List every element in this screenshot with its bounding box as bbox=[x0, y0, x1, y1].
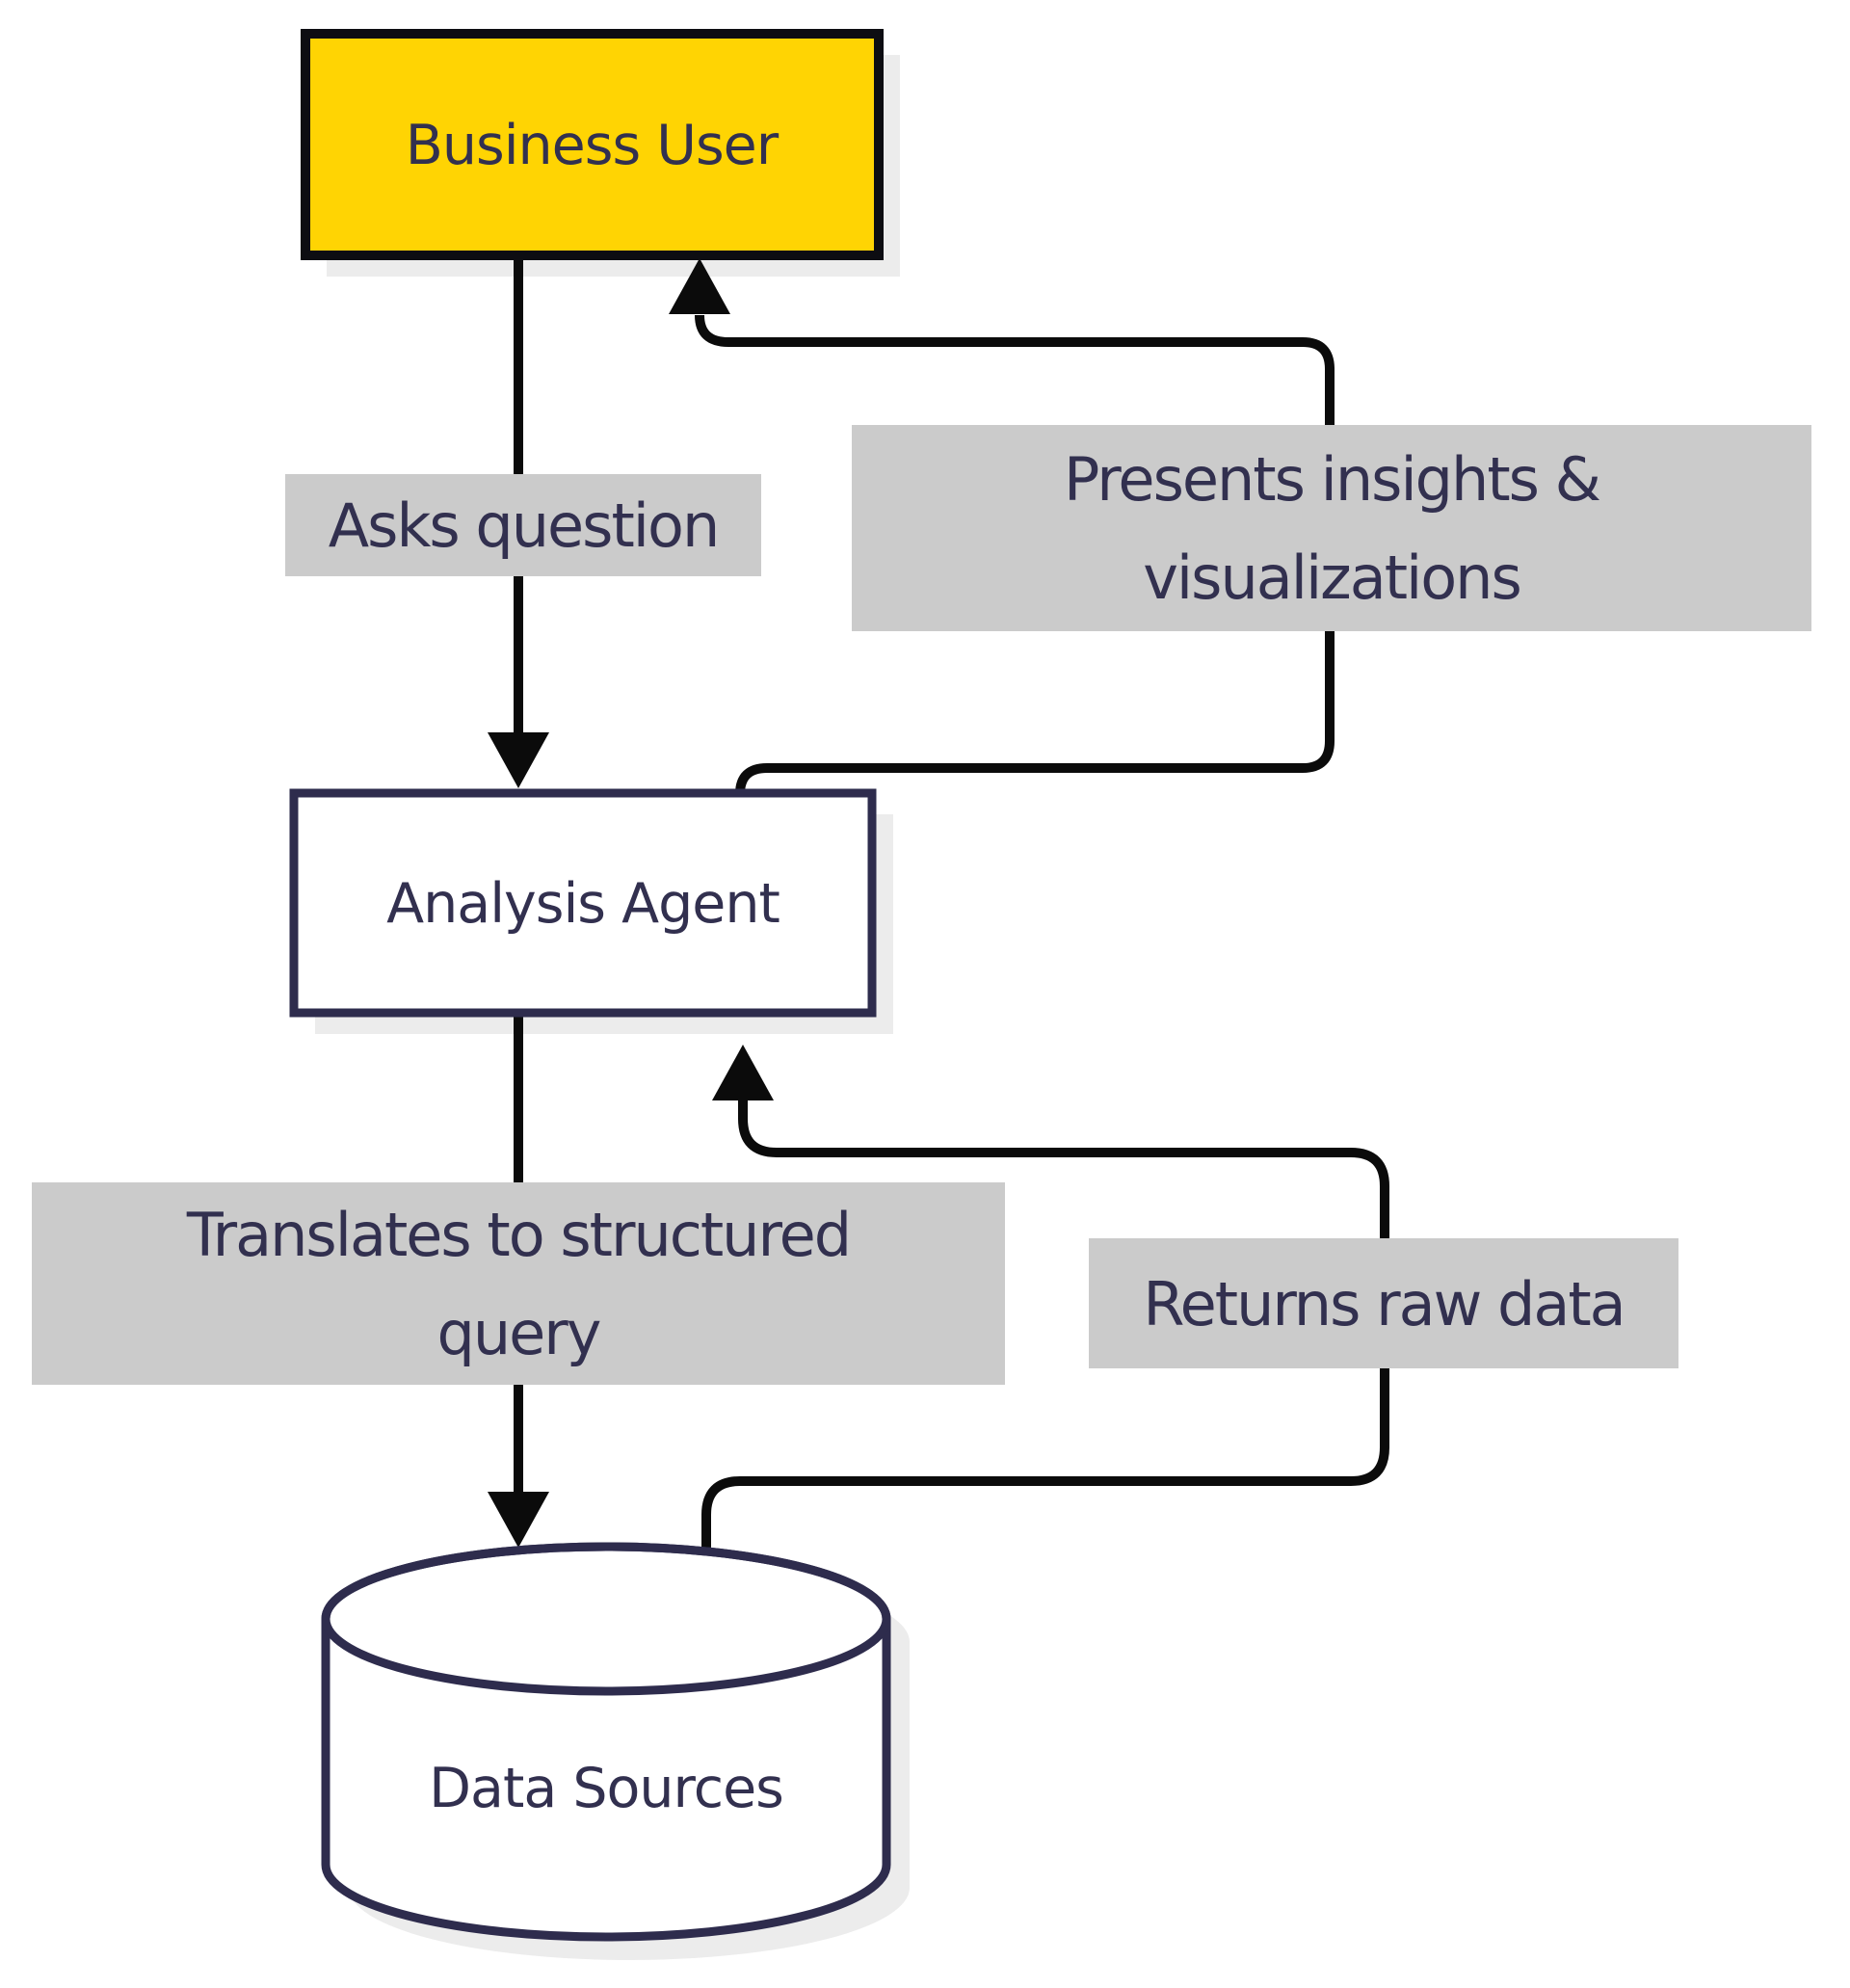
edge-label-presents-insights-line1: Presents insights & bbox=[1064, 444, 1600, 515]
node-data-sources: Data Sources bbox=[321, 1542, 891, 1942]
edge-returns-raw-data-arrowhead bbox=[712, 1045, 774, 1100]
data-sources-cylinder-body bbox=[321, 1542, 891, 1942]
node-analysis-agent: Analysis Agent bbox=[289, 788, 877, 1018]
edge-label-returns-raw-data: Returns raw data bbox=[1089, 1238, 1678, 1368]
edge-label-presents-insights-bg bbox=[852, 425, 1811, 631]
data-sources-label: Data Sources bbox=[429, 1757, 783, 1820]
edge-label-presents-insights-line2: visualizations bbox=[1143, 543, 1520, 613]
business-user-label: Business User bbox=[406, 114, 780, 177]
edge-label-translates-query: Translates to structured query bbox=[32, 1182, 1005, 1385]
edge-label-presents-insights: Presents insights & visualizations bbox=[852, 425, 1811, 631]
edge-label-translates-query-line1: Translates to structured bbox=[186, 1200, 850, 1270]
edge-label-returns-raw-data-bg bbox=[1089, 1238, 1678, 1368]
edge-label-asks-question-text: Asks question bbox=[329, 490, 719, 561]
edge-presents-insights-arrowhead bbox=[669, 258, 730, 314]
edge-translates-query-arrowhead bbox=[488, 1492, 549, 1548]
edge-label-translates-query-line2: query bbox=[437, 1298, 600, 1368]
analysis-agent-box bbox=[289, 788, 877, 1018]
node-business-user: Business User bbox=[301, 29, 884, 260]
edge-label-asks-question-bg bbox=[285, 474, 761, 576]
edge-label-returns-raw-data-text: Returns raw data bbox=[1143, 1269, 1624, 1339]
edge-asks-question-arrowhead bbox=[488, 732, 549, 788]
edge-label-asks-question: Asks question bbox=[285, 474, 761, 576]
edge-label-translates-query-bg bbox=[32, 1182, 1005, 1385]
data-sources-cylinder-top bbox=[321, 1542, 891, 1696]
analysis-agent-label: Analysis Agent bbox=[386, 872, 780, 936]
business-user-box bbox=[301, 29, 884, 260]
